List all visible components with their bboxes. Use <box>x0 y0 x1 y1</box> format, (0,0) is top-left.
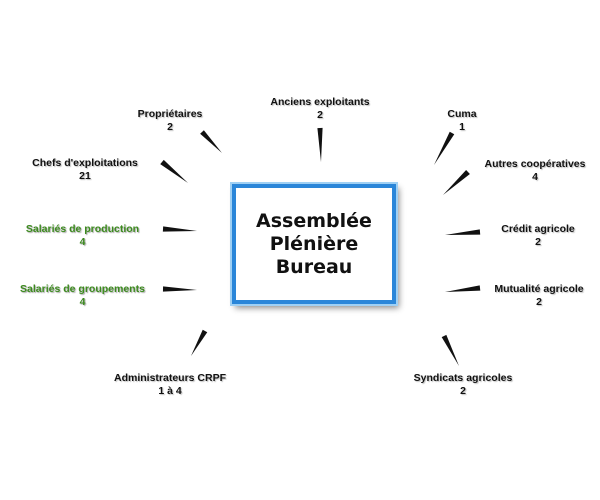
spike-salaries-groupements <box>162 286 197 292</box>
node-label: Syndicats agricoles <box>413 372 513 384</box>
node-value: 4 <box>532 171 538 183</box>
spike-cuma <box>434 131 455 165</box>
spike-administrateurs-crpf <box>191 329 208 356</box>
spike-autres-cooperatives <box>443 169 470 195</box>
node-label: Crédit agricole <box>501 223 575 235</box>
spike-chefs-exploitations <box>160 159 188 183</box>
node-value: 4 <box>79 296 86 308</box>
center-box: Assemblée Plénière Bureau <box>230 182 398 306</box>
node-autres-cooperatives: Autres coopératives 4 <box>470 158 600 184</box>
center-line-1: Assemblée <box>256 209 372 232</box>
node-anciens-exploitants: Anciens exploitants 2 <box>250 96 390 122</box>
node-mutualite-agricole: Mutualité agricole 2 <box>478 283 600 309</box>
center-line-3: Bureau <box>275 255 353 278</box>
node-chefs-exploitations: Chefs d'exploitations 21 <box>15 157 155 183</box>
node-label: Chefs d'exploitations <box>32 157 138 169</box>
node-label: Propriétaires <box>137 108 203 120</box>
node-label: Autres coopératives <box>484 158 586 170</box>
spike-anciens-exploitants <box>317 127 323 162</box>
node-value: 1 à 4 <box>158 385 182 397</box>
spike-credit-agricole <box>445 229 481 235</box>
node-salaries-production: Salariés de production 4 <box>10 223 155 249</box>
node-administrateurs-crpf: Administrateurs CRPF 1 à 4 <box>100 372 240 398</box>
node-value: 2 <box>317 109 323 121</box>
spike-salaries-production <box>162 226 197 232</box>
node-value: 2 <box>460 385 466 397</box>
node-proprietaires: Propriétaires 2 <box>110 108 230 134</box>
spike-syndicats-agricoles <box>441 334 459 366</box>
spike-mutualite-agricole <box>445 285 481 292</box>
center-line-2: Plénière <box>269 232 359 255</box>
node-label: Administrateurs CRPF <box>113 372 227 384</box>
node-label: Salariés de groupements <box>20 283 145 295</box>
node-syndicats-agricoles: Syndicats agricoles 2 <box>398 372 528 398</box>
node-label: Cuma <box>447 108 477 120</box>
node-value: 4 <box>79 236 86 248</box>
spike-proprietaires <box>200 130 222 153</box>
node-credit-agricole: Crédit agricole 2 <box>478 223 598 249</box>
node-salaries-groupements: Salariés de groupements 4 <box>5 283 160 309</box>
node-value: 2 <box>535 236 541 248</box>
node-cuma: Cuma 1 <box>422 108 502 134</box>
node-value: 2 <box>536 296 542 308</box>
node-value: 21 <box>79 170 91 182</box>
node-label: Anciens exploitants <box>270 96 370 108</box>
node-label: Mutualité agricole <box>494 283 584 295</box>
node-value: 1 <box>459 121 465 133</box>
node-value: 2 <box>167 121 173 133</box>
node-label: Salariés de production <box>25 223 140 235</box>
